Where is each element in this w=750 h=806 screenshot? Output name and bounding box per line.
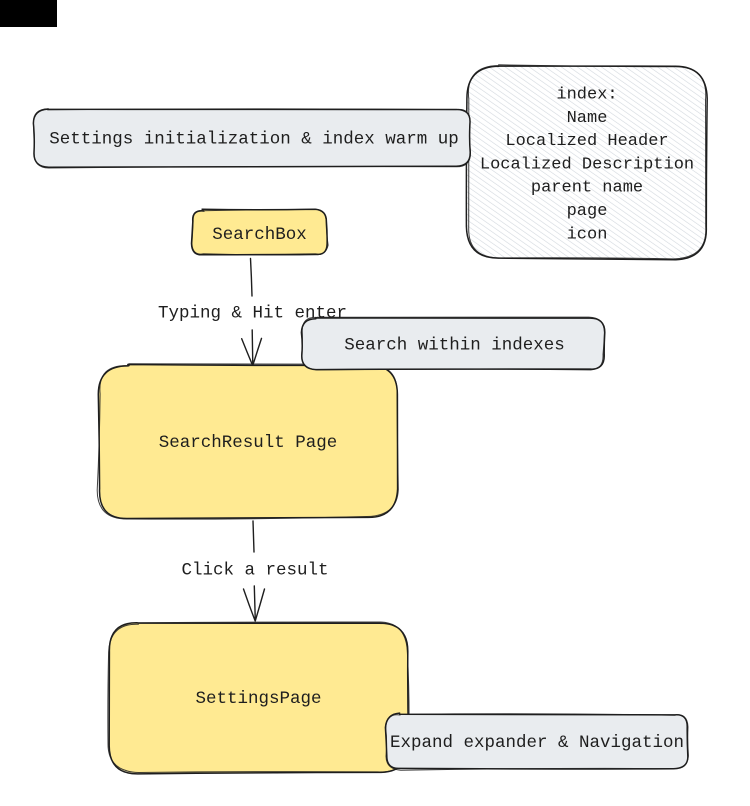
svg-text:Click a result: Click a result xyxy=(181,561,328,581)
svg-text:Expand expander & Navigation: Expand expander & Navigation xyxy=(390,733,684,753)
svg-text:parent name: parent name xyxy=(531,179,643,198)
svg-text:Localized Header: Localized Header xyxy=(505,132,668,151)
svg-text:icon: icon xyxy=(567,225,608,244)
svg-text:Settings initialization & inde: Settings initialization & index warm up xyxy=(49,130,459,150)
svg-text:page: page xyxy=(567,202,608,221)
svg-text:Localized Description: Localized Description xyxy=(480,155,694,174)
svg-text:index:: index: xyxy=(556,86,617,105)
svg-text:Search within indexes: Search within indexes xyxy=(344,336,565,356)
svg-text:SettingsPage: SettingsPage xyxy=(195,689,321,709)
svg-text:Typing & Hit enter: Typing & Hit enter xyxy=(158,304,347,324)
svg-text:SearchBox: SearchBox xyxy=(212,225,307,245)
svg-text:SearchResult Page: SearchResult Page xyxy=(159,433,338,453)
svg-text:Name: Name xyxy=(567,109,608,128)
